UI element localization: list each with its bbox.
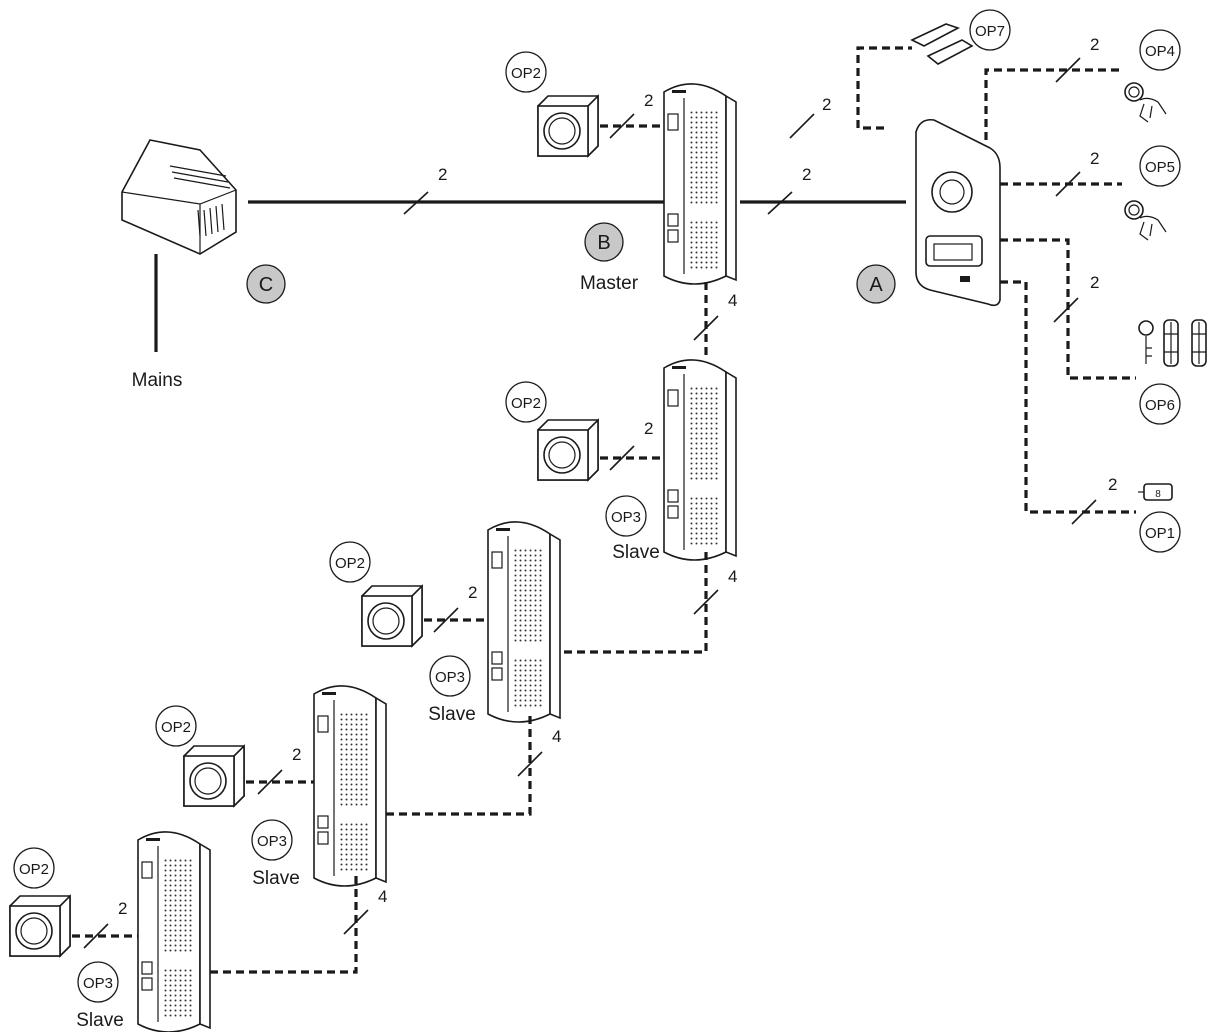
magnetic-contact-op7: 2 OP7 bbox=[789, 9, 1011, 139]
svg-text:OP2: OP2 bbox=[511, 65, 541, 82]
bus-wire-c-to-b: 2 bbox=[248, 165, 668, 215]
slave-label: Slave bbox=[428, 704, 476, 725]
wire-count-label: 4 bbox=[378, 887, 387, 906]
lock-gate-icon bbox=[1163, 319, 1207, 367]
slave-monitor-2 bbox=[487, 521, 561, 723]
op3-slave2: OP3 Slave bbox=[428, 655, 476, 725]
slave-monitor-3 bbox=[313, 685, 387, 887]
electric-lock-op6: 2 OP6 bbox=[1000, 238, 1207, 425]
relay-icon: 8 bbox=[1138, 483, 1173, 501]
master-label: Master bbox=[580, 273, 639, 294]
svg-text:OP2: OP2 bbox=[161, 719, 191, 736]
chime-op2-slave2: 2 OP2 bbox=[329, 541, 488, 647]
push-button-op4: 2 OP4 bbox=[984, 29, 1181, 140]
wire-count-label: 2 bbox=[118, 899, 127, 918]
svg-text:OP7: OP7 bbox=[975, 23, 1005, 40]
push-button-op5: 2 OP5 bbox=[1000, 145, 1181, 241]
svg-text:OP6: OP6 bbox=[1145, 397, 1175, 414]
wire-slave2-to-slave3: 4 bbox=[386, 716, 561, 816]
svg-text:OP2: OP2 bbox=[335, 555, 365, 572]
marker-b: B bbox=[584, 222, 624, 262]
svg-text:OP5: OP5 bbox=[1145, 159, 1175, 176]
wire-count-label: 2 bbox=[1090, 149, 1099, 168]
wire-slave3-to-slave4: 4 bbox=[210, 876, 387, 974]
door-panel-a bbox=[915, 118, 1001, 307]
push-button-icon bbox=[1124, 200, 1167, 241]
power-supply-c bbox=[121, 139, 237, 255]
svg-text:OP3: OP3 bbox=[83, 975, 113, 992]
wire-count-label: 2 bbox=[468, 583, 477, 602]
wire-count-label: 4 bbox=[728, 567, 737, 586]
key-icon bbox=[1138, 320, 1154, 364]
chime-op2-master: 2 OP2 bbox=[505, 51, 664, 157]
contact-magnet-icon bbox=[910, 23, 961, 47]
op3-slave3: OP3 Slave bbox=[251, 819, 300, 889]
svg-text:OP3: OP3 bbox=[611, 509, 641, 526]
svg-text:OP2: OP2 bbox=[511, 395, 541, 412]
wire-b-to-slave1: 4 bbox=[693, 282, 737, 360]
op3-slave4: OP3 Slave bbox=[76, 961, 124, 1031]
slave-label: Slave bbox=[612, 542, 660, 563]
wire-count-label: 4 bbox=[552, 727, 561, 746]
master-monitor bbox=[663, 83, 737, 285]
svg-text:OP1: OP1 bbox=[1145, 525, 1175, 542]
wire-count-label: 2 bbox=[802, 165, 811, 184]
svg-text:OP4: OP4 bbox=[1145, 43, 1175, 60]
wire-count-label: 4 bbox=[728, 291, 737, 310]
push-button-icon bbox=[1124, 82, 1167, 123]
op3-slave1: OP3 Slave bbox=[605, 495, 660, 563]
wire-slave1-to-slave2: 4 bbox=[560, 552, 737, 654]
svg-text:A: A bbox=[869, 274, 883, 296]
wire-count-label: 2 bbox=[644, 419, 653, 438]
relay-op1: 2 8 OP1 bbox=[1000, 280, 1181, 553]
slave-label: Slave bbox=[252, 868, 300, 889]
svg-text:8: 8 bbox=[1155, 489, 1161, 500]
svg-text:C: C bbox=[259, 274, 273, 296]
chime-op2-slave4: 2 OP2 bbox=[9, 847, 138, 957]
mains-label: Mains bbox=[132, 370, 183, 391]
wire-count-label: 2 bbox=[292, 745, 301, 764]
chime-op2-slave3: 2 OP2 bbox=[155, 705, 314, 807]
svg-text:OP3: OP3 bbox=[257, 833, 287, 850]
marker-a: A bbox=[856, 264, 896, 304]
svg-text:OP2: OP2 bbox=[19, 861, 49, 878]
wire-count-label: 2 bbox=[1090, 273, 1099, 292]
heat-sink-fins-icon bbox=[169, 165, 231, 237]
wire-count-label: 2 bbox=[822, 95, 831, 114]
svg-text:OP3: OP3 bbox=[435, 669, 465, 686]
wire-count-label: 2 bbox=[438, 165, 447, 184]
wire-count-label: 2 bbox=[1108, 475, 1117, 494]
wire-count-label: 2 bbox=[644, 91, 653, 110]
chime-op2-slave1: 2 OP2 bbox=[505, 381, 664, 481]
marker-c: C bbox=[246, 264, 286, 304]
slave-label: Slave bbox=[76, 1010, 124, 1031]
slave-monitor-4 bbox=[137, 831, 211, 1032]
camera-icon bbox=[931, 171, 973, 213]
bus-wire-b-to-a: 2 bbox=[740, 165, 906, 215]
slave-monitor-1 bbox=[663, 359, 737, 561]
svg-text:B: B bbox=[597, 232, 610, 254]
wire-count-label: 2 bbox=[1090, 35, 1099, 54]
